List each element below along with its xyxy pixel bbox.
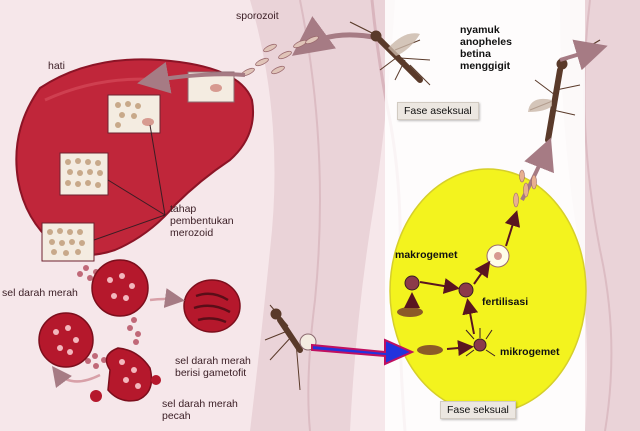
gametofit-label: sel darah merah berisi gametofit [175, 355, 251, 379]
gametofit-line-2: berisi gametofit [175, 367, 247, 379]
pecah-label: sel darah merah pecah [162, 398, 238, 422]
makrogemet-label: makrogemet [395, 249, 458, 261]
sexual-phase-circle [389, 168, 587, 414]
arrow-mosquito-right [559, 39, 608, 71]
blood-cycle-arrows [51, 288, 185, 388]
red-blood-cell-icon [91, 259, 149, 317]
mikrogemet-label: mikrogemet [500, 346, 560, 358]
nyamuk-line-4: menggigit [460, 60, 511, 72]
mosquito-icon [349, 21, 431, 86]
sel-darah-merah-label: sel darah merah [2, 287, 78, 299]
nyamuk-line-2: anopheles [460, 36, 512, 48]
tahap-line-3: merozoid [170, 227, 214, 239]
gametofit-line-1: sel darah merah [175, 355, 251, 367]
red-blood-cell-icon [90, 347, 161, 402]
nyamuk-line-3: betina [460, 48, 491, 60]
fase-seksual-tag: Fase seksual [440, 401, 516, 419]
tahap-line-1: tahap [170, 203, 197, 215]
tahap-line-2: pembentukan [170, 215, 234, 227]
tahap-label: tahap pembentukan merozoid [170, 203, 234, 239]
merozoid-pointer-lines [93, 124, 166, 241]
red-blood-cell-icon [183, 279, 241, 333]
nyamuk-line-1: nyamuk [460, 24, 500, 36]
fase-aseksual-tag: Fase aseksual [397, 102, 479, 120]
sporozoite-group [137, 16, 379, 94]
pecah-line-2: pecah [162, 410, 191, 422]
nyamuk-label: nyamuk anopheles betina menggigit [460, 24, 512, 72]
liver-cell-box [59, 152, 109, 196]
sexual-phase-contents [397, 169, 537, 357]
liver-cell-box [107, 94, 161, 134]
hati-label: hati [48, 60, 65, 72]
sporozoit-label: sporozoit [236, 10, 279, 22]
red-blood-cell-icon [38, 312, 94, 368]
liver-cell-box [41, 222, 95, 262]
fertilisasi-label: fertilisasi [482, 296, 529, 308]
pecah-line-1: sel darah merah [162, 398, 238, 410]
blue-arrow [311, 338, 415, 366]
